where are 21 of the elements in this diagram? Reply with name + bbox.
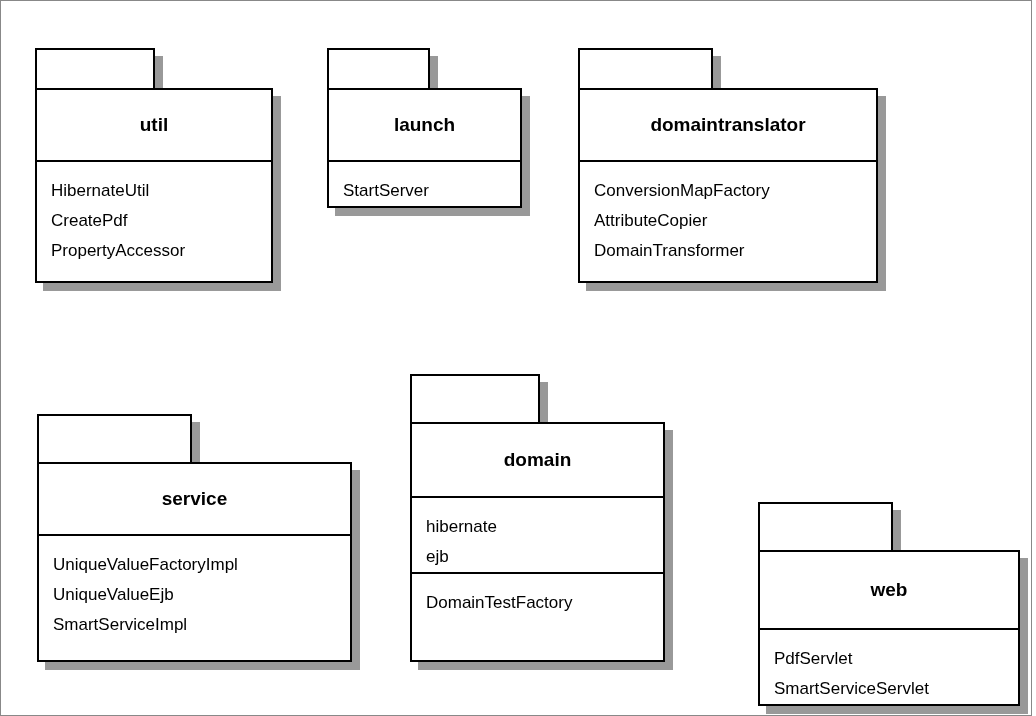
class-name: HibernateUtil: [51, 180, 151, 202]
class-name: ejb: [426, 546, 450, 568]
class-name: SmartServiceImpl: [53, 614, 189, 636]
package-name: launch: [393, 114, 456, 136]
class-name: ConversionMapFactory: [594, 180, 771, 202]
class-name: UniqueValueEjb: [53, 584, 175, 606]
package-name: domaintranslator: [650, 114, 806, 136]
class-name: StartServer: [343, 180, 430, 202]
class-name: PdfServlet: [774, 648, 854, 670]
package-name: domain: [503, 449, 572, 471]
class-name: AttributeCopier: [594, 210, 709, 232]
class-name: DomainTestFactory: [426, 592, 574, 614]
class-name: CreatePdf: [51, 210, 129, 232]
class-name: hibernate: [426, 516, 498, 538]
package-name: web: [870, 579, 908, 601]
class-name: UniqueValueFactoryImpl: [53, 554, 239, 576]
class-name: DomainTransformer: [594, 240, 746, 262]
package-name: util: [139, 114, 169, 136]
class-name: SmartServiceServlet: [774, 678, 930, 700]
class-name: PropertyAccessor: [51, 240, 187, 262]
package-name: service: [161, 488, 228, 510]
